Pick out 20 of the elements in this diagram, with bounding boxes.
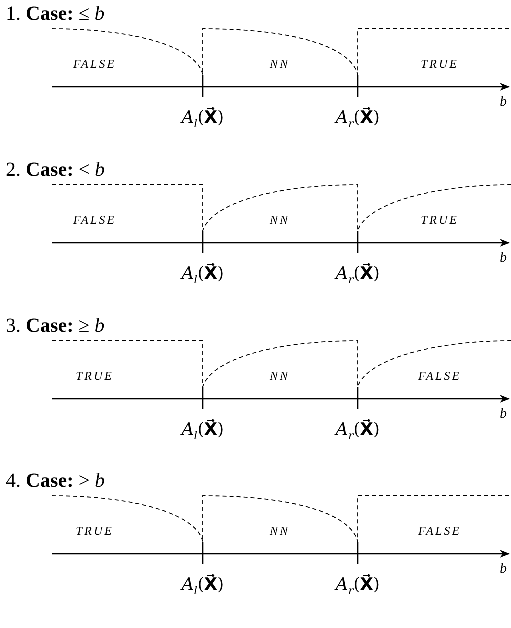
region-label: FALSE	[73, 58, 117, 70]
axis-label: b	[500, 408, 507, 422]
region-label: TRUE	[76, 370, 114, 382]
case-heading: 4. Case: > b	[6, 471, 106, 491]
region-label: NN	[270, 214, 290, 226]
case-heading: 1. Case: ≤ b	[6, 4, 105, 24]
region-label: TRUE	[421, 214, 459, 226]
region-label: NN	[270, 525, 290, 537]
case-heading: 2. Case: < b	[6, 160, 106, 180]
axis-label: b	[500, 96, 507, 110]
region-label: FALSE	[418, 370, 462, 382]
region-label: FALSE	[418, 525, 462, 537]
region-label: FALSE	[73, 214, 117, 226]
region-label: NN	[270, 58, 290, 70]
region-label: TRUE	[76, 525, 114, 537]
axis-label: b	[500, 252, 507, 266]
region-label: TRUE	[421, 58, 459, 70]
axis-label: b	[500, 563, 507, 577]
region-label: NN	[270, 370, 290, 382]
case-heading: 3. Case: ≥ b	[6, 316, 105, 336]
